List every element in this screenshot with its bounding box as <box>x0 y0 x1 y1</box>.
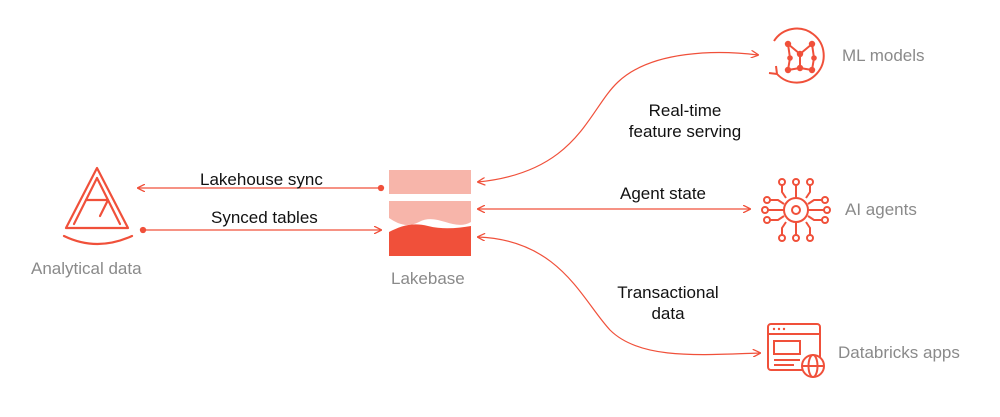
transactional-line-2: data <box>651 304 685 324</box>
edge-feature-serving <box>478 53 758 182</box>
lakehouse-logo-icon <box>62 166 134 246</box>
edge-transactional <box>478 237 760 355</box>
analytical-data-label: Analytical data <box>31 259 142 278</box>
transactional-data-label: Transactional data <box>603 282 733 325</box>
synced-tables-label: Synced tables <box>211 208 318 227</box>
lakehouse-sync-label: Lakehouse sync <box>200 170 323 189</box>
neural-network-icon <box>768 27 825 84</box>
feature-serving-line-2: feature serving <box>628 122 742 142</box>
lakebase-label: Lakebase <box>391 269 465 288</box>
databricks-apps-label: Databricks apps <box>838 343 960 362</box>
agent-state-label: Agent state <box>620 184 707 203</box>
ml-models-label: ML models <box>842 46 925 65</box>
circuit-chip-icon <box>761 178 831 242</box>
feature-serving-label: Real-time feature serving <box>615 100 755 143</box>
feature-serving-line-1: Real-time <box>648 101 722 120</box>
transactional-line-1: Transactional <box>617 283 719 302</box>
ai-agents-label: AI agents <box>845 200 917 219</box>
database-layers-icon <box>389 170 471 256</box>
browser-globe-icon <box>767 323 825 378</box>
